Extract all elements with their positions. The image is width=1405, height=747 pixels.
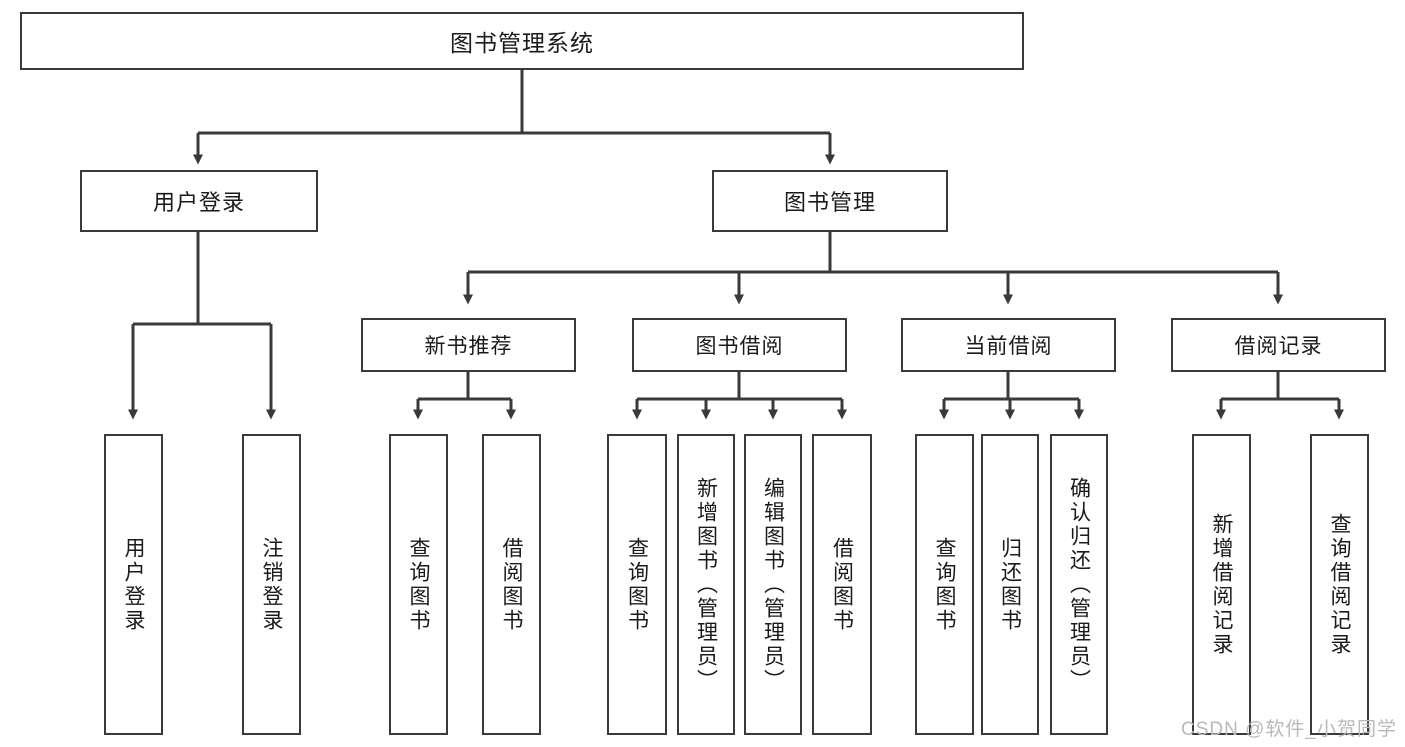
node-root-label: 图书管理系统 <box>450 30 594 56</box>
leaf-return-book-label: 归还图书 <box>998 536 1022 633</box>
node-book-manage-label: 图书管理 <box>783 190 876 215</box>
node-current-borrow-label: 当前借阅 <box>964 335 1053 358</box>
leaf-borrow-query-book-label: 查询图书 <box>625 536 649 633</box>
node-root[interactable]: 图书管理系统 <box>20 12 1024 70</box>
leaf-add-book-admin[interactable]: 新增图书（管理员） <box>677 434 735 735</box>
leaf-query-borrow-record[interactable]: 查询借阅记录 <box>1310 434 1369 735</box>
leaf-add-borrow-record[interactable]: 新增借阅记录 <box>1192 434 1251 735</box>
leaf-query-borrow-record-label: 查询借阅记录 <box>1328 512 1351 657</box>
node-borrow-record-label: 借阅记录 <box>1234 335 1323 358</box>
csdn-watermark: CSDN @软件_小贺同学 <box>1181 719 1397 740</box>
leaf-add-book-admin-label: 新增图书（管理员） <box>694 476 718 693</box>
node-new-book-recommend[interactable]: 新书推荐 <box>361 318 576 372</box>
node-book-manage[interactable]: 图书管理 <box>712 170 948 232</box>
leaf-user-login[interactable]: 用户登录 <box>104 434 163 735</box>
leaf-edit-book-admin[interactable]: 编辑图书（管理员） <box>744 434 802 735</box>
leaf-confirm-return-admin[interactable]: 确认归还（管理员） <box>1050 434 1108 735</box>
node-current-borrow[interactable]: 当前借阅 <box>901 318 1116 372</box>
leaf-borrow-query-book[interactable]: 查询图书 <box>607 434 667 735</box>
leaf-new-book-query[interactable]: 查询图书 <box>389 434 448 735</box>
leaf-borrow-book[interactable]: 借阅图书 <box>812 434 872 735</box>
leaf-logout[interactable]: 注销登录 <box>242 434 301 735</box>
leaf-new-book-borrow[interactable]: 借阅图书 <box>482 434 541 735</box>
leaf-current-query-book[interactable]: 查询图书 <box>915 434 974 735</box>
leaf-new-book-query-label: 查询图书 <box>407 536 430 633</box>
leaf-add-borrow-record-label: 新增借阅记录 <box>1210 512 1233 657</box>
node-borrow-record[interactable]: 借阅记录 <box>1171 318 1386 372</box>
leaf-user-login-label: 用户登录 <box>122 536 145 633</box>
node-user-login-label: 用户登录 <box>152 190 245 215</box>
leaf-confirm-return-admin-label: 确认归还（管理员） <box>1067 476 1091 693</box>
leaf-new-book-borrow-label: 借阅图书 <box>500 536 523 633</box>
leaf-logout-label: 注销登录 <box>260 536 283 633</box>
node-user-login[interactable]: 用户登录 <box>80 170 318 232</box>
node-book-borrow-label: 图书借阅 <box>695 335 784 358</box>
leaf-edit-book-admin-label: 编辑图书（管理员） <box>761 476 785 693</box>
leaf-borrow-book-label: 借阅图书 <box>830 536 854 633</box>
node-new-book-recommend-label: 新书推荐 <box>424 335 513 358</box>
node-book-borrow[interactable]: 图书借阅 <box>632 318 847 372</box>
leaf-return-book[interactable]: 归还图书 <box>981 434 1039 735</box>
leaf-current-query-book-label: 查询图书 <box>933 536 956 633</box>
